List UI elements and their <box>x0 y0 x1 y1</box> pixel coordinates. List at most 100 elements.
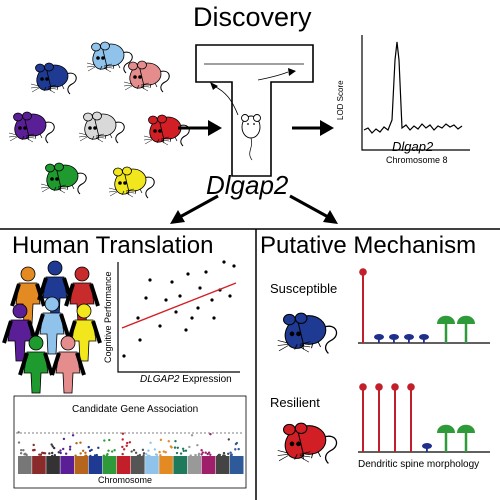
manhattan-point <box>121 438 124 441</box>
scatter-point <box>138 338 142 342</box>
lod-ylabel: LOD Score <box>336 80 345 120</box>
mouse-gray-icon <box>78 111 125 144</box>
manhattan-point <box>84 454 87 458</box>
scatter-point <box>122 354 126 358</box>
scatter-point <box>186 272 190 276</box>
manhattan-point <box>110 450 114 453</box>
manhattan-point <box>17 431 20 434</box>
scatter-point <box>136 316 140 320</box>
manhattan-column <box>159 456 173 474</box>
manhattan-point <box>162 450 165 453</box>
manhattan-column <box>131 456 145 474</box>
manhattan-point <box>42 451 45 455</box>
manhattan-point <box>59 451 62 455</box>
arrow-down-left-icon <box>170 194 219 224</box>
manhattan-point <box>68 445 72 448</box>
manhattan-point <box>89 454 92 458</box>
manhattan-column <box>229 456 244 474</box>
manhattan-column <box>46 456 60 474</box>
manhattan-point <box>173 446 177 449</box>
scatter-point <box>178 294 182 298</box>
manhattan-point <box>22 449 25 452</box>
manhattan-point <box>102 454 106 457</box>
scatter-point <box>144 296 148 300</box>
susceptible-spines <box>358 268 490 344</box>
manhattan-point <box>175 451 179 455</box>
manhattan-point <box>71 434 75 437</box>
scatter-point <box>228 294 232 298</box>
manhattan-column <box>74 456 89 474</box>
manhattan-point <box>201 451 204 454</box>
manhattan-point <box>132 448 136 452</box>
manhattan-point <box>153 448 157 451</box>
gene-label: Dlgap2 <box>206 170 289 200</box>
manhattan-points <box>17 431 244 474</box>
mouse-yellow-icon <box>108 166 155 199</box>
manhattan-point <box>134 451 138 455</box>
manhattan-point <box>126 441 129 445</box>
manhattan-plot <box>13 395 247 489</box>
manhattan-title: Candidate Gene Association <box>72 404 199 415</box>
manhattan-point <box>170 446 173 449</box>
manhattan-point <box>79 441 82 444</box>
manhattan-point <box>48 452 51 455</box>
manhattan-point <box>103 439 106 442</box>
lod-trace <box>363 41 463 134</box>
mouse-green-icon <box>40 162 87 195</box>
manhattan-point <box>145 452 148 456</box>
manhattan-point <box>200 453 203 456</box>
manhattan-point <box>50 451 54 455</box>
manhattan-point <box>97 446 100 450</box>
manhattan-point <box>121 445 124 449</box>
manhattan-column <box>88 456 103 474</box>
manhattan-point <box>222 451 226 455</box>
manhattan-point <box>227 438 231 441</box>
manhattan-point <box>167 440 170 443</box>
manhattan-point <box>200 448 203 452</box>
manhattan-point <box>84 451 87 455</box>
resilient-label: Resilient <box>270 395 320 410</box>
manhattan-point <box>68 448 72 451</box>
scatter-xlabel-rest: Expression <box>179 374 232 385</box>
manhattan-column <box>18 456 32 474</box>
manhattan-point <box>121 452 124 456</box>
scatter-xlabel: DLGAP2 Expression <box>140 375 232 385</box>
scatter-point <box>196 306 200 310</box>
arrow-right-icon <box>292 120 334 136</box>
manhattan-point <box>217 453 221 457</box>
scatter-point <box>198 286 202 290</box>
lod-score-plot <box>361 35 470 151</box>
manhattan-point <box>159 454 162 457</box>
arrow-down-right-icon <box>289 194 338 224</box>
regression-line <box>121 282 237 329</box>
manhattan-point <box>108 438 111 442</box>
manhattan-point <box>229 451 232 454</box>
manhattan-point <box>24 452 27 455</box>
manhattan-point <box>184 449 188 452</box>
manhattan-point <box>113 449 116 452</box>
manhattan-point <box>181 447 185 450</box>
lod-xlabel: Chromosome 8 <box>386 155 448 165</box>
manhattan-point <box>197 452 201 455</box>
manhattan-point <box>130 450 133 453</box>
t-maze-icon <box>195 44 314 177</box>
manhattan-point <box>196 443 199 447</box>
manhattan-point <box>75 441 78 445</box>
manhattan-point <box>31 449 35 452</box>
scatter-point <box>210 298 214 302</box>
scatter-point <box>174 310 178 314</box>
scatter-point <box>148 278 152 282</box>
manhattan-point <box>50 443 53 446</box>
manhattan-point <box>237 447 240 451</box>
arrow-right-icon <box>178 120 222 136</box>
manhattan-point <box>146 454 150 457</box>
manhattan-point <box>142 452 146 455</box>
scatter-point <box>158 324 162 328</box>
manhattan-point <box>105 454 108 457</box>
manhattan-point <box>194 454 197 457</box>
manhattan-point <box>141 448 145 452</box>
manhattan-column <box>116 456 131 474</box>
scatter-ylabel: Cognitive Performance <box>103 271 113 363</box>
manhattan-column <box>102 456 117 474</box>
resilient-spines <box>358 383 490 453</box>
